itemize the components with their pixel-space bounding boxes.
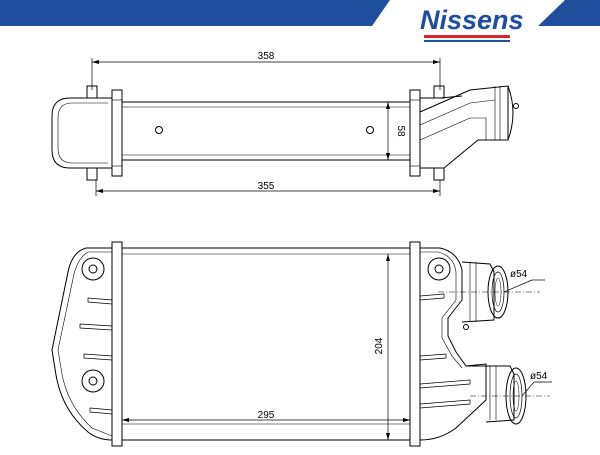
front-right-tank — [419, 247, 487, 441]
top-core-rivet-right — [366, 126, 374, 134]
top-left-peg-top — [86, 85, 98, 99]
front-left-end-plate — [111, 241, 123, 447]
dim-204-arrow-bottom — [386, 433, 390, 440]
top-view — [51, 58, 519, 196]
front-left-tank — [51, 247, 113, 441]
logo-text: Nissens — [420, 5, 524, 35]
logo-stripe-red — [424, 35, 510, 38]
front-left-mount-bottom-outer — [81, 369, 105, 393]
logo-stripe-blue — [424, 40, 510, 42]
front-right-small-hole — [463, 324, 469, 330]
dim-358-arrow-right — [433, 60, 440, 64]
top-left-tank — [51, 97, 112, 169]
header-banner — [0, 0, 600, 26]
dim-358-arrow-left — [92, 60, 99, 64]
front-right-rib1 — [419, 293, 445, 301]
dim-58-arrow-top — [386, 102, 390, 109]
dim-label-58: 58 — [395, 125, 406, 137]
nissens-logo: Nissens — [420, 5, 524, 42]
front-left-rib2 — [79, 323, 113, 331]
front-right-mount-outer — [427, 257, 451, 281]
front-left-mount-bottom-inner — [88, 376, 98, 386]
front-right-rib4 — [419, 399, 471, 409]
front-left-rib4 — [89, 407, 113, 415]
front-left-mount-top-outer — [81, 257, 105, 281]
dim-label-355: 355 — [258, 181, 275, 192]
front-left-mount-top-inner — [88, 264, 98, 274]
top-right-end-plate — [409, 89, 421, 177]
header-left-bar — [0, 0, 390, 26]
top-right-tank — [420, 95, 463, 169]
top-left-peg-bottom — [86, 167, 98, 181]
dim-355-arrow-right — [433, 189, 440, 193]
dim-label-295: 295 — [258, 410, 275, 421]
dim-204-arrow-top — [386, 254, 390, 261]
dim-label-358: 358 — [258, 51, 275, 62]
dia-label-lower: ø54 — [530, 371, 548, 382]
dim-295-arrow-left — [122, 418, 129, 422]
top-core-rivet-left — [155, 126, 163, 134]
top-outlet-pipe-inner1 — [419, 99, 496, 126]
top-left-end-plate — [111, 89, 123, 177]
front-right-rib2 — [419, 353, 447, 361]
top-left-tank-inner — [57, 102, 108, 164]
top-right-peg-top — [433, 85, 445, 99]
front-upper-leader — [503, 279, 533, 293]
front-right-tank-inner — [420, 251, 463, 369]
top-outlet-hole — [513, 103, 519, 109]
front-lower-leader — [521, 381, 535, 397]
front-lower-pipe — [466, 365, 515, 423]
dim-58-arrow-bottom — [386, 153, 390, 160]
header-right-wedge — [538, 0, 600, 26]
front-left-tank-inner — [57, 251, 113, 437]
top-outlet-pipe-inner2 — [419, 117, 487, 141]
dim-label-204: 204 — [374, 337, 385, 354]
top-outlet-flange — [507, 85, 514, 141]
front-left-rib3 — [83, 353, 113, 361]
front-upper-pipe — [461, 261, 495, 323]
dim-355-arrow-left — [96, 189, 103, 193]
front-right-rib3 — [419, 379, 471, 389]
front-view — [51, 241, 552, 447]
top-right-peg-bottom — [433, 167, 445, 181]
front-left-rib1 — [87, 297, 113, 305]
front-right-end-plate — [409, 241, 421, 447]
dim-295-arrow-right — [403, 418, 410, 422]
front-right-mount-inner — [434, 264, 444, 274]
dia-label-upper: ø54 — [510, 269, 528, 280]
